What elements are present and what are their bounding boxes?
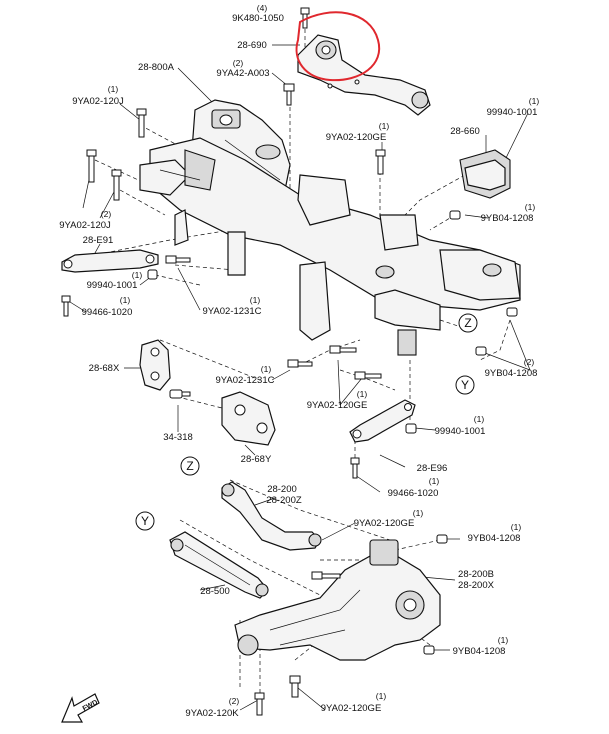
svg-text:(1): (1) <box>120 295 131 305</box>
svg-text:28-E91: 28-E91 <box>83 235 114 246</box>
svg-text:(2): (2) <box>101 209 112 219</box>
svg-text:9YA02-120K: 9YA02-120K <box>185 708 239 719</box>
svg-text:(2): (2) <box>524 357 535 367</box>
svg-text:9YA02-120J: 9YA02-120J <box>59 220 111 231</box>
svg-text:9YA02-120GE: 9YA02-120GE <box>354 518 415 529</box>
svg-text:(1): (1) <box>376 691 387 701</box>
svg-text:Z: Z <box>186 459 193 473</box>
washer-99940-1001-a <box>147 269 158 280</box>
circle-marker-z-left: Z <box>180 456 200 476</box>
bolt-9YA02-1231C-a <box>165 255 191 264</box>
svg-text:9YB04-1208: 9YB04-1208 <box>485 368 538 379</box>
svg-text:9YA42-A003: 9YA42-A003 <box>216 68 269 79</box>
bolt-99466-1020-a <box>61 295 71 317</box>
svg-text:9YA02-120GE: 9YA02-120GE <box>326 132 387 143</box>
svg-text:(1): (1) <box>429 476 440 486</box>
svg-text:(2): (2) <box>233 58 244 68</box>
bolt-9YA02-120GE-top <box>375 149 386 175</box>
knuckle-28-200B <box>234 539 441 661</box>
nut-9YA42-A003 <box>283 83 295 106</box>
bracket-28-68Y <box>221 391 276 446</box>
svg-text:28-690: 28-690 <box>237 40 267 51</box>
link-28-E96 <box>349 399 416 443</box>
svg-text:(1): (1) <box>379 121 390 131</box>
circle-marker-z-right: Z <box>458 313 478 333</box>
svg-text:28-68Y: 28-68Y <box>241 454 272 465</box>
crossmember-28-800A <box>139 99 521 356</box>
svg-text:99466-1020: 99466-1020 <box>388 488 439 499</box>
nut-9YB04-1208-b2 <box>475 346 487 356</box>
svg-text:Y: Y <box>461 378 469 392</box>
bushing-28-660 <box>459 149 511 199</box>
svg-text:(1): (1) <box>525 202 536 212</box>
svg-text:(2): (2) <box>229 696 240 706</box>
nut-9YB04-1208-a <box>449 210 461 220</box>
svg-text:(1): (1) <box>261 364 272 374</box>
svg-text:28-200X: 28-200X <box>458 580 495 591</box>
bolt-9YA02-120GE-arm <box>311 571 341 580</box>
bolt-34-318 <box>169 389 191 399</box>
bolt-9YA02-120J-b2 <box>111 169 122 201</box>
svg-text:(1): (1) <box>357 389 368 399</box>
svg-text:34-318: 34-318 <box>163 432 193 443</box>
nut-9YB04-1208-knuckle-top <box>436 534 448 544</box>
bolt-9YA02-120J-a <box>136 108 147 138</box>
svg-text:28-500: 28-500 <box>200 586 230 597</box>
nut-9YB04-1208-knuckle-low <box>423 645 435 655</box>
svg-text:(1): (1) <box>108 84 119 94</box>
svg-text:28-800A: 28-800A <box>138 62 175 73</box>
upper-arm-28-200 <box>221 481 322 551</box>
circle-marker-y-left: Y <box>135 511 155 531</box>
svg-text:9YB04-1208: 9YB04-1208 <box>468 533 521 544</box>
lower-arm-28-500 <box>169 531 269 599</box>
svg-text:9K480-1050: 9K480-1050 <box>232 13 284 24</box>
bolt-9YA02-120J-b1 <box>86 149 97 183</box>
svg-text:9YA02-1231C: 9YA02-1231C <box>216 375 275 386</box>
svg-text:99940-1001: 99940-1001 <box>87 280 138 291</box>
bolt-9YA02-120GE-mid2 <box>354 371 382 380</box>
fasteners <box>61 7 518 716</box>
svg-text:(1): (1) <box>250 295 261 305</box>
svg-text:28-200B: 28-200B <box>458 569 494 580</box>
bolt-9YA02-1231C-b <box>287 359 313 368</box>
svg-text:9YB04-1208: 9YB04-1208 <box>453 646 506 657</box>
bolt-9YA02-120GE-mid1 <box>329 345 357 354</box>
svg-text:Y: Y <box>141 514 149 528</box>
svg-text:(1): (1) <box>511 522 522 532</box>
svg-text:28-660: 28-660 <box>450 126 480 137</box>
link-28-E91 <box>61 249 159 273</box>
fwd-arrow-icon: FWD <box>61 693 100 723</box>
callout-labels: (4) 9K480-1050 28-690 (2) 9YA42-A003 28-… <box>59 3 539 719</box>
top-bracket-28-690 <box>297 34 431 116</box>
highlight-ring <box>295 11 381 82</box>
svg-text:99466-1020: 99466-1020 <box>82 307 133 318</box>
svg-text:9YA02-120J: 9YA02-120J <box>72 96 124 107</box>
svg-text:99940-1001: 99940-1001 <box>435 426 486 437</box>
svg-text:28-200Z: 28-200Z <box>266 495 302 506</box>
svg-text:28-200: 28-200 <box>267 484 297 495</box>
svg-text:Z: Z <box>464 316 471 330</box>
svg-text:(4): (4) <box>257 3 268 13</box>
bracket-28-68X <box>139 339 171 391</box>
svg-text:9YA02-120GE: 9YA02-120GE <box>321 703 382 714</box>
bolt-9YA02-120GE-bottom <box>289 675 301 698</box>
nut-9YB04-1208-b1 <box>506 307 518 317</box>
washer-99940-1001-b <box>405 423 417 434</box>
bolt-9YA02-120K <box>254 692 265 716</box>
svg-text:(1): (1) <box>498 635 509 645</box>
svg-text:(1): (1) <box>413 508 424 518</box>
svg-text:99940-1001: 99940-1001 <box>487 107 538 118</box>
circle-marker-y-right: Y <box>455 375 475 395</box>
svg-text:(1): (1) <box>132 270 143 280</box>
svg-text:(1): (1) <box>474 414 485 424</box>
svg-text:(1): (1) <box>529 96 540 106</box>
svg-text:9YB04-1208: 9YB04-1208 <box>481 213 534 224</box>
bolt-99466-1020-b <box>350 457 360 479</box>
svg-text:9YA02-1231C: 9YA02-1231C <box>203 306 262 317</box>
svg-text:28-68X: 28-68X <box>89 363 120 374</box>
svg-text:9YA02-120GE: 9YA02-120GE <box>307 400 368 411</box>
svg-text:28-E96: 28-E96 <box>417 463 448 474</box>
